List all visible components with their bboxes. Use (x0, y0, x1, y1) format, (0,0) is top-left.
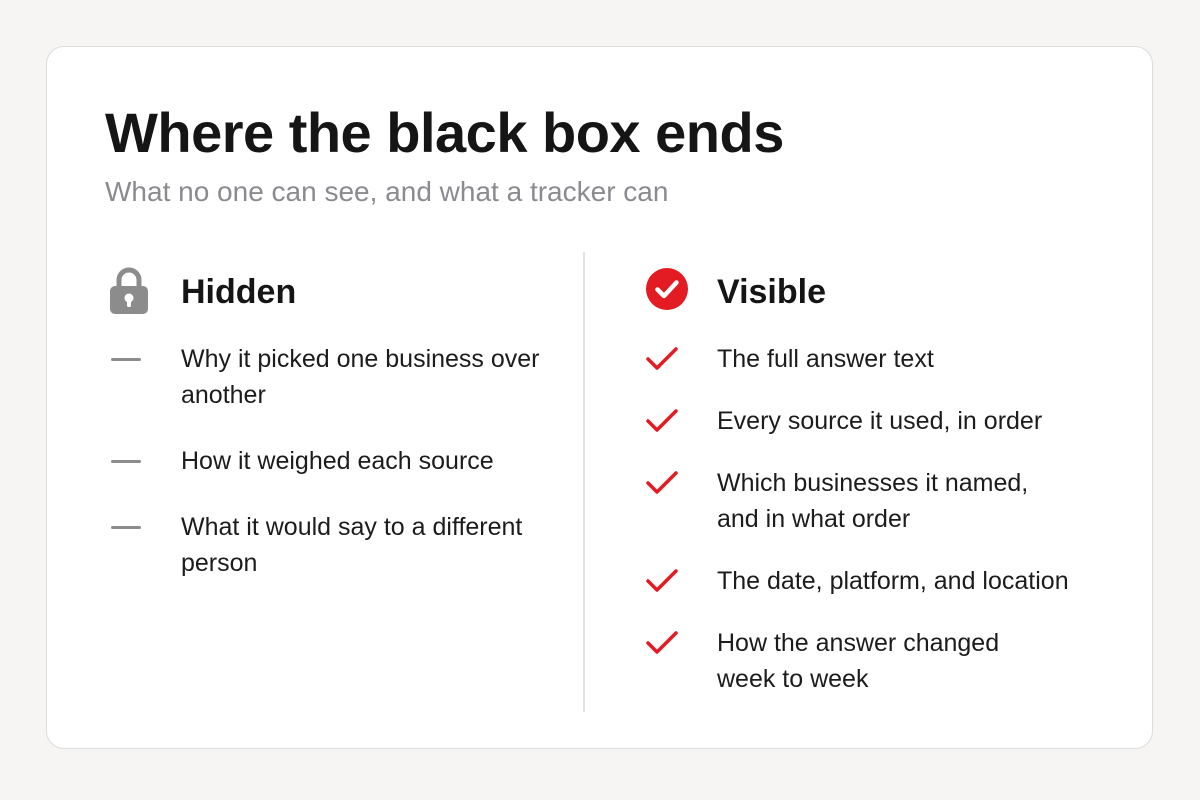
hidden-list: Why it picked one business over another … (109, 341, 559, 581)
visible-item: The date, platform, and location (645, 563, 1115, 599)
check-icon (645, 345, 679, 383)
hidden-item: Why it picked one business over another (109, 341, 559, 413)
check-circle-icon (645, 267, 689, 316)
visible-item-text: The date, platform, and location (717, 567, 1069, 595)
visible-item-text: The full answer text (717, 345, 934, 373)
comparison-card: Where the black box ends What no one can… (46, 46, 1153, 749)
page-title: Where the black box ends (105, 101, 784, 164)
check-icon (645, 469, 679, 507)
hidden-item: How it weighed each source (109, 443, 559, 479)
visible-item: The full answer text (645, 341, 1115, 377)
visible-item-text: Every source it used, in order (717, 407, 1043, 435)
lock-icon (109, 267, 149, 320)
visible-item-text: How the answer changed week to week (717, 629, 1000, 693)
hidden-item-text: What it would say to a different person (181, 513, 523, 577)
visible-item-text: Which businesses it named, and in what o… (717, 469, 1029, 533)
hidden-item-text: How it weighed each source (181, 447, 494, 475)
check-icon (645, 567, 679, 605)
dash-icon (111, 526, 141, 529)
visible-column: Visible The full answer text Every sourc… (645, 267, 1115, 723)
hidden-column: Hidden Why it picked one business over a… (109, 267, 559, 611)
hidden-heading: Hidden (181, 273, 297, 311)
dash-icon (111, 460, 141, 463)
visible-item: How the answer changed week to week (645, 625, 1025, 697)
visible-header: Visible (645, 267, 1115, 317)
check-icon (645, 407, 679, 445)
visible-item: Every source it used, in order (645, 403, 1115, 439)
dash-icon (111, 358, 141, 361)
check-icon (645, 629, 679, 667)
visible-heading: Visible (717, 273, 826, 311)
visible-item: Which businesses it named, and in what o… (645, 465, 1045, 537)
hidden-header: Hidden (109, 267, 559, 317)
hidden-item-text: Why it picked one business over another (181, 345, 540, 409)
page-subtitle: What no one can see, and what a tracker … (105, 176, 669, 207)
column-divider (583, 252, 585, 712)
hidden-item: What it would say to a different person (109, 509, 559, 581)
visible-list: The full answer text Every source it use… (645, 341, 1115, 697)
